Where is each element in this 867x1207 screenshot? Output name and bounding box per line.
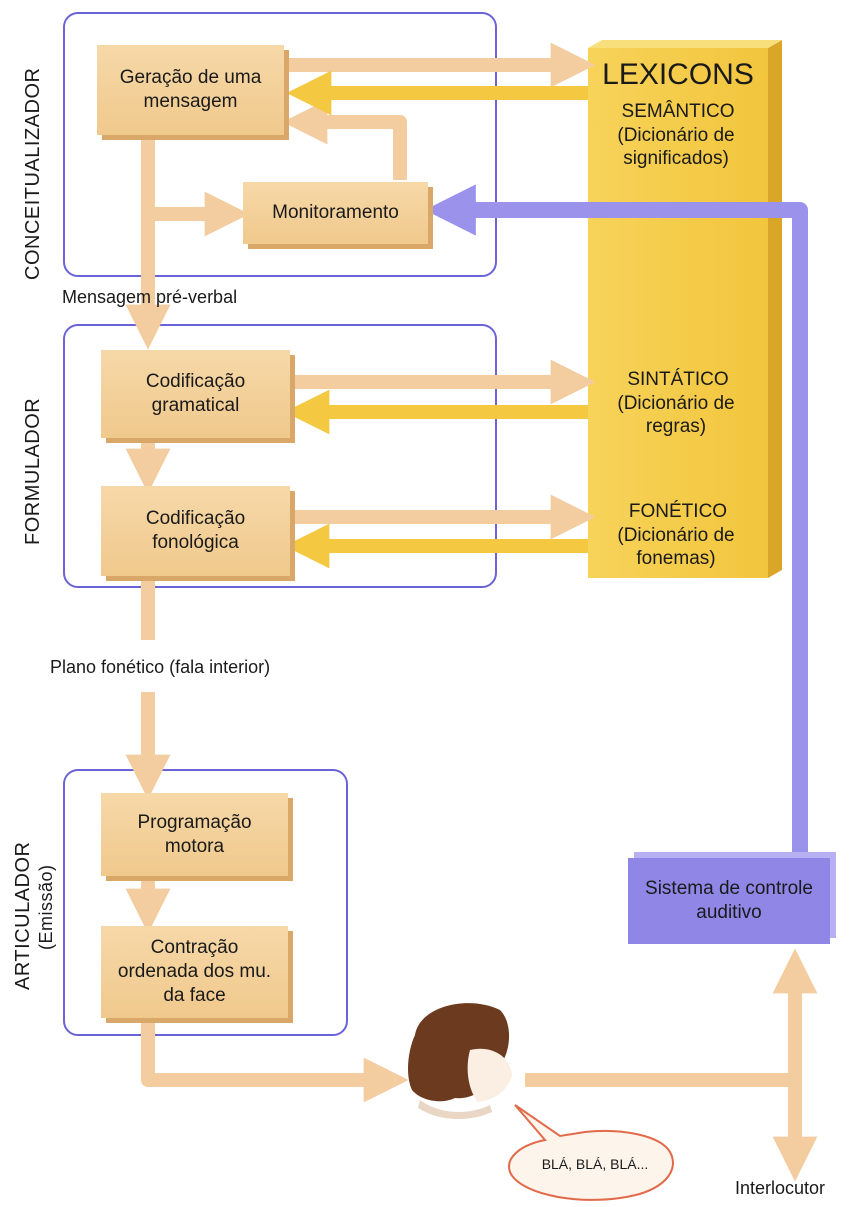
arrow-contracao-to-head [141, 1018, 409, 1103]
mensagem-pre-verbal-note: Mensagem pré-verbal [62, 287, 238, 307]
articulador-label: ARTICULADOR [12, 841, 34, 991]
programacao-motora-box: Programação motora [101, 793, 288, 876]
sintatico-desc: (Dicionário de regras) [617, 393, 735, 437]
contracao-text: Contração ordenada dos mu. da face [117, 937, 272, 1006]
speech-bubble-text: BLÁ, BLÁ, BLÁ... [541, 1156, 649, 1172]
monitoramento-text: Monitoramento [272, 202, 399, 223]
geracao-mensagem-box: Geração de uma mensagem [97, 45, 284, 135]
sintatico-label: SINTÁTICO [627, 369, 729, 390]
lexicons-title: LEXICONS [602, 58, 754, 91]
lexicons-block-side [768, 40, 782, 578]
contracao-box: Contração ordenada dos mu. da face [101, 926, 288, 1018]
lexicons-block [588, 48, 768, 578]
semantico-label: SEMÂNTICO [621, 101, 735, 122]
codificacao-gramatical-box: Codificação gramatical [101, 350, 290, 438]
programacao-motora-text: Programação motora [137, 811, 252, 857]
articulador-sublabel: (Emissão) [36, 864, 56, 950]
interlocutor-note: Interlocutor [735, 1178, 826, 1198]
monitoramento-box: Monitoramento [243, 182, 428, 244]
conceitualizador-label: CONCEITUALIZADOR [22, 67, 44, 280]
formulador-label: FORMULADOR [22, 397, 44, 545]
sistema-auditivo-text: Sistema de controle auditivo [645, 878, 813, 923]
codificacao-fonologica-box: Codificação fonológica [101, 486, 290, 576]
fonetico-label: FONÉTICO [628, 501, 728, 522]
sistema-auditivo-box: Sistema de controle auditivo [628, 858, 830, 944]
auditory-feedback-arrow [424, 184, 808, 860]
speech-bubble [508, 1104, 674, 1201]
lexicons-block-top [588, 40, 782, 48]
formulador-frame [63, 324, 497, 588]
articulador-frame [63, 769, 348, 1036]
codificacao-fonologica-text: Codificação fonológica [145, 508, 246, 553]
conceitualizador-frame [63, 12, 497, 277]
arrow-monitor-to-geracao [282, 99, 407, 180]
fonetico-desc: (Dicionário de fonemas) [617, 525, 735, 569]
plano-fonetico-note: Plano fonético (fala interior) [50, 657, 271, 677]
semantico-desc: (Dicionário de significados) [617, 125, 735, 169]
geracao-mensagem-text: Geração de uma mensagem [119, 67, 262, 112]
codificacao-gramatical-text: Codificação gramatical [145, 371, 246, 416]
speaker-head-icon [408, 1003, 512, 1120]
